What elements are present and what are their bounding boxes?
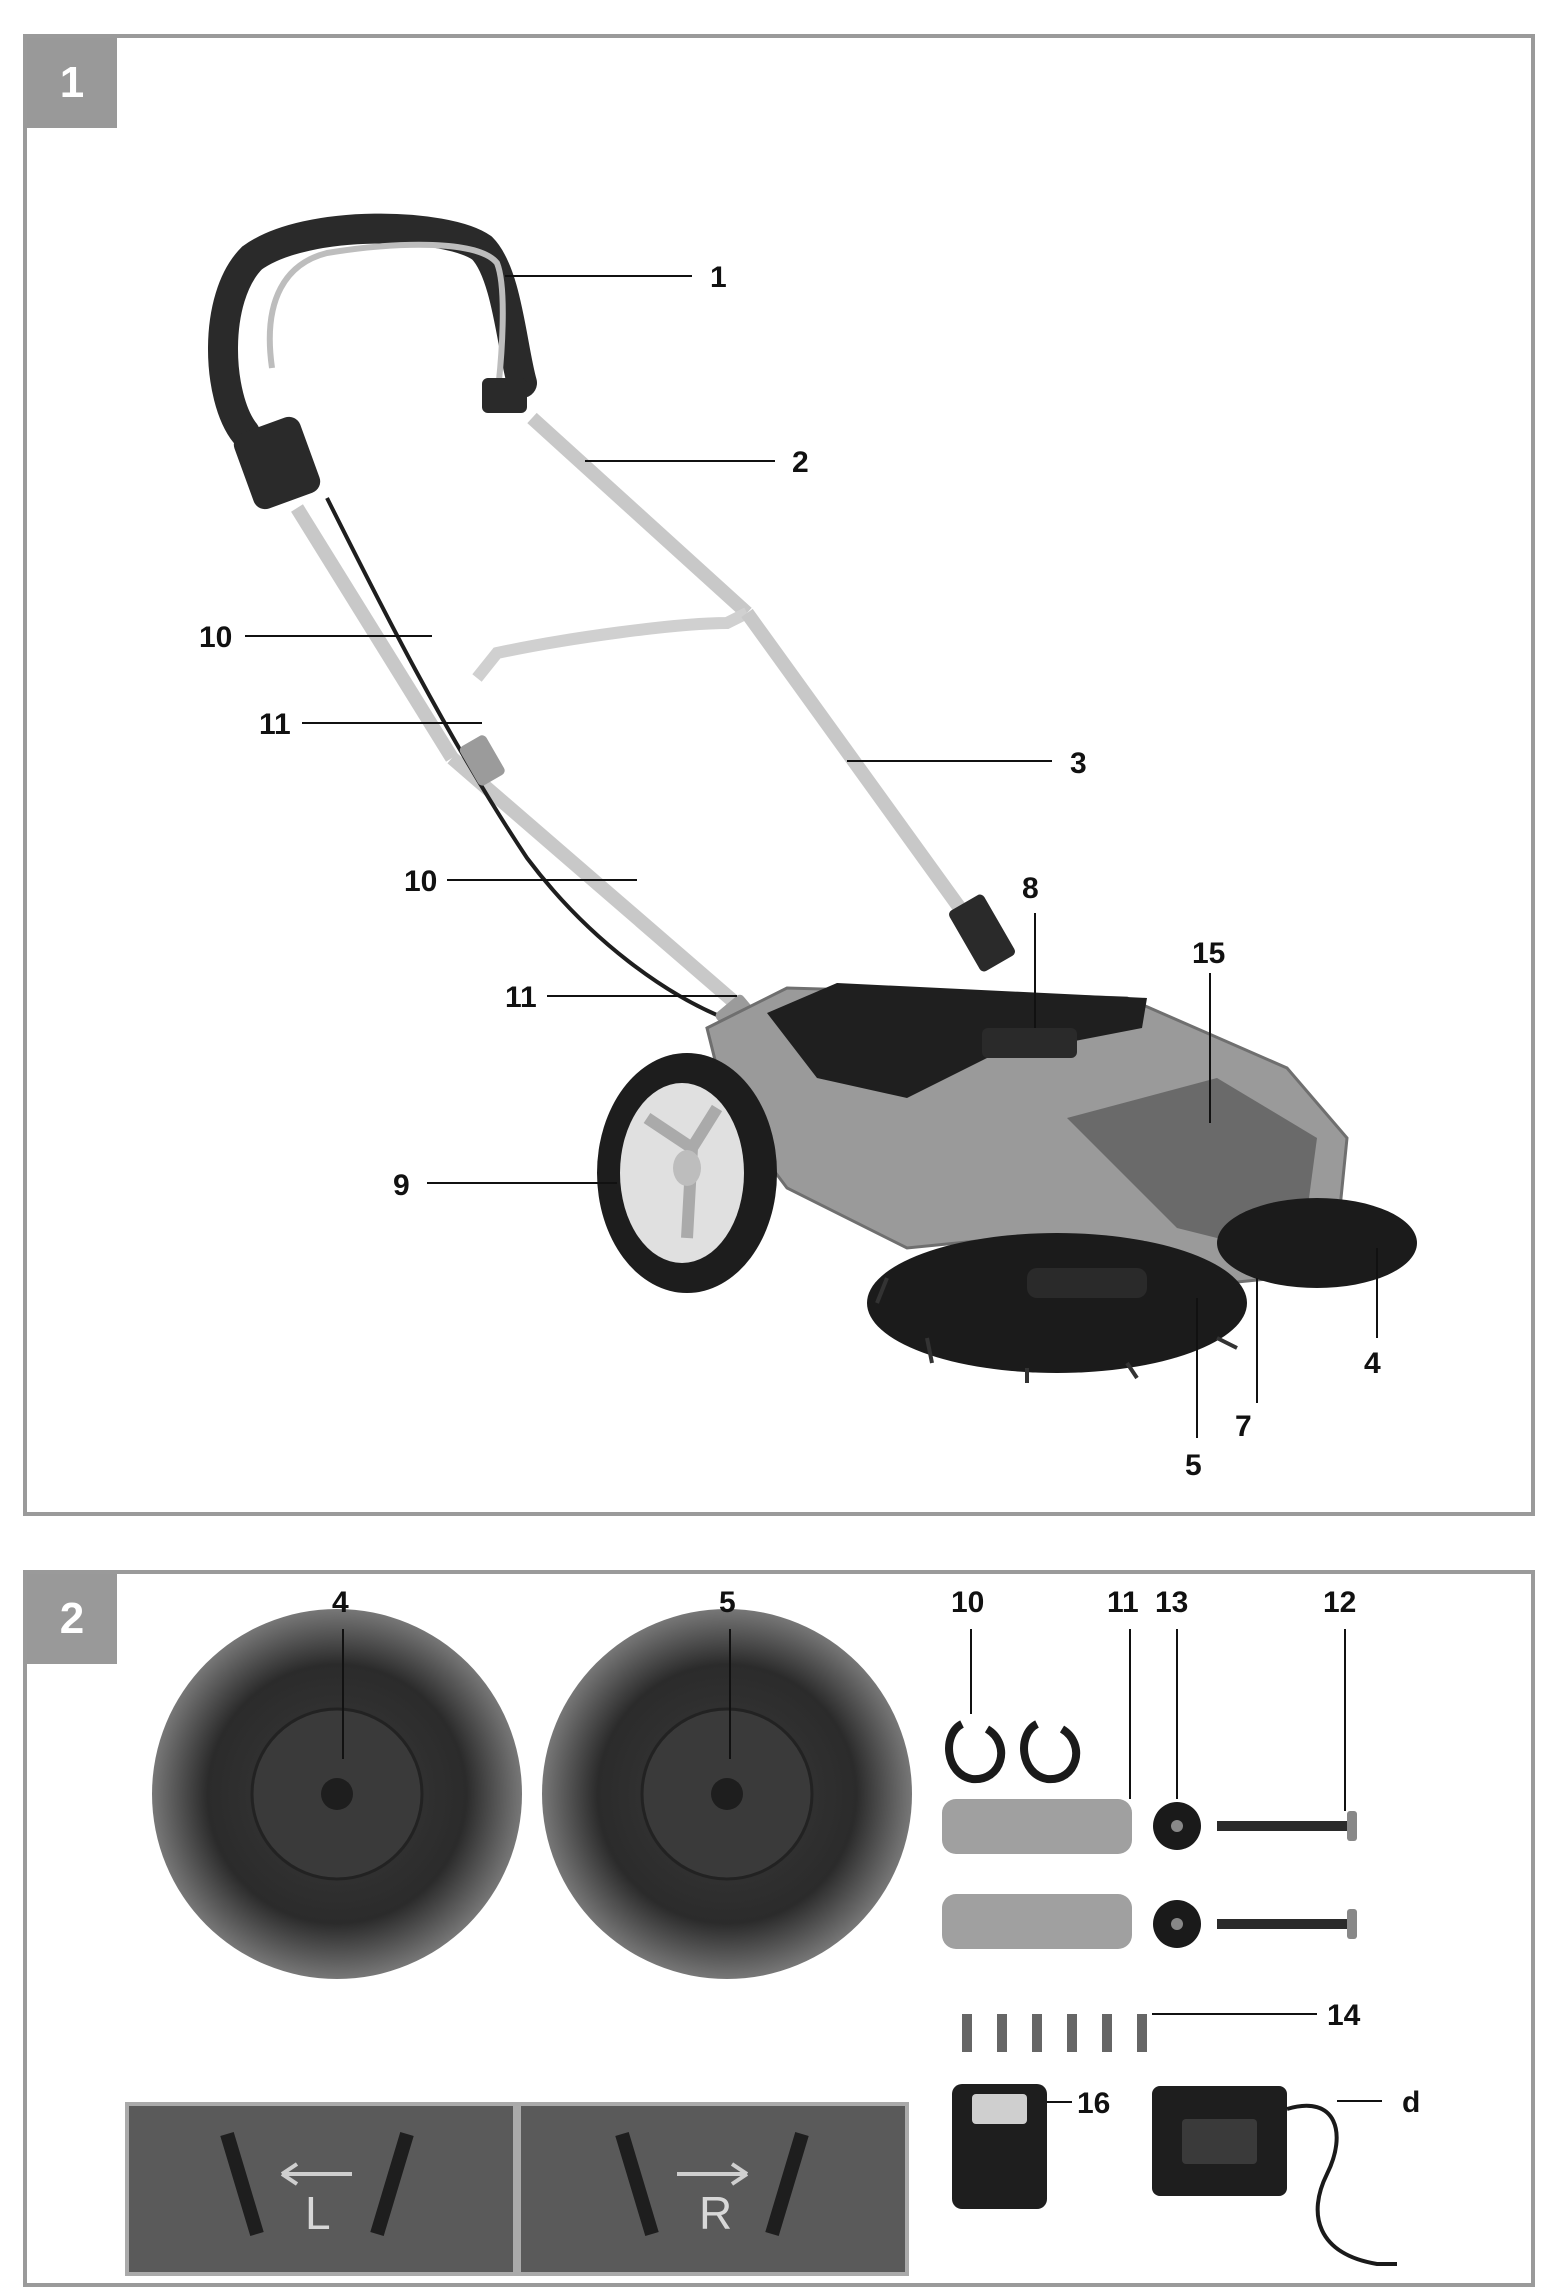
screw-bolts	[1217, 1811, 1357, 1939]
callout-2: 2	[792, 446, 809, 479]
right-bracket	[949, 894, 1015, 972]
callout-9: 9	[393, 1169, 410, 1202]
callout-10: 10	[951, 1586, 984, 1619]
front-bumper	[1027, 1268, 1147, 1298]
right-brush-marking: R	[699, 2187, 732, 2239]
handle-grip-end-left	[233, 416, 321, 510]
callout-4: 4	[1364, 1347, 1381, 1380]
callout-11-lower: 11	[505, 981, 537, 1014]
callout-13: 13	[1155, 1586, 1188, 1619]
upper-tube-right	[527, 412, 752, 619]
callout-12: 12	[1323, 1586, 1356, 1619]
left-brush-marking: L	[305, 2187, 331, 2239]
callout-8: 8	[1022, 872, 1039, 905]
callout-3: 3	[1070, 747, 1087, 780]
callout-11: 11	[1107, 1586, 1139, 1619]
figure-1-number: 1	[27, 38, 117, 128]
quick-release-2	[942, 1894, 1132, 1949]
quick-release-upper	[459, 735, 505, 786]
callout-15: 15	[1192, 937, 1225, 970]
callout-5: 5	[1185, 1449, 1202, 1482]
callout-10-lower: 10	[404, 865, 437, 898]
transparent-cover	[1067, 1078, 1317, 1238]
wheel-hub	[673, 1150, 701, 1186]
side-brush-left-bristles	[875, 1277, 1238, 1383]
side-brush-right-part	[542, 1609, 912, 1979]
leader-lines	[245, 275, 1378, 1438]
handle-bar	[266, 241, 506, 399]
callout-11-upper: 11	[259, 708, 291, 741]
callout-16: 16	[1077, 2087, 1110, 2120]
upper-tube-left	[291, 504, 458, 762]
sweeper-illustration: 1 2 3 4 5 7 8 9 10 10 11 11 15	[199, 213, 1417, 1482]
side-brush-left	[867, 1233, 1247, 1373]
carry-handle	[982, 1028, 1077, 1058]
cable-clip-2	[1020, 1720, 1081, 1784]
figure-2-panel: 2 4 5 10	[23, 1570, 1535, 2287]
callout-7: 7	[1235, 1410, 1252, 1443]
side-brush-right	[1217, 1198, 1417, 1288]
handle-grip-end-right	[482, 378, 527, 413]
brush-marking-detail	[125, 2102, 909, 2276]
charger-cable	[1286, 2103, 1397, 2266]
small-screws	[962, 2014, 1147, 2052]
dirt-container-lid	[767, 983, 1147, 1098]
callout-10-upper: 10	[199, 621, 232, 654]
figure-1-panel: 1	[23, 34, 1535, 1516]
lower-tube-right	[741, 608, 973, 923]
lower-tube-left	[447, 752, 752, 1019]
cross-bar	[472, 607, 750, 682]
callout-4: 4	[332, 1586, 349, 1619]
cable-clip-1	[945, 1720, 1006, 1784]
figure-2-number: 2	[27, 1574, 117, 1664]
cable	[325, 497, 738, 1025]
callout-1: 1	[710, 261, 727, 294]
callout-d: d	[1402, 2086, 1420, 2119]
parts-illustration: 4 5 10 11 13 12	[125, 1586, 1420, 2276]
side-brush-left-part	[152, 1609, 522, 1979]
callout-5: 5	[719, 1586, 736, 1619]
quick-release-1	[942, 1799, 1132, 1854]
callout-14: 14	[1327, 1999, 1361, 2032]
